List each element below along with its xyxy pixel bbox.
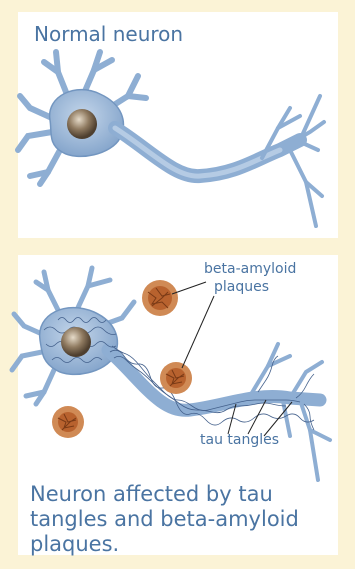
plaque-3 <box>52 406 84 438</box>
affected-title-line2: tangles and beta-amyloid <box>30 507 350 532</box>
plaque-2 <box>160 362 192 394</box>
affected-title-line1: Neuron affected by tau <box>30 482 350 507</box>
beta-leader-2 <box>182 296 214 368</box>
affected-axon-terminals <box>250 344 330 480</box>
beta-leader-1 <box>172 282 206 294</box>
beta-amyloid-label-line2: plaques <box>204 278 296 296</box>
affected-neuron-title: Neuron affected by tau tangles and beta-… <box>30 482 350 557</box>
normal-neuron-title: Normal neuron <box>34 22 183 46</box>
affected-nucleus <box>61 327 91 357</box>
affected-axon <box>108 350 320 410</box>
affected-title-line3: plaques. <box>30 532 350 557</box>
tau-tangles-label: tau tangles <box>200 432 279 448</box>
normal-nucleus <box>67 109 97 139</box>
normal-neuron <box>18 52 324 226</box>
beta-amyloid-label-line1: beta-amyloid <box>204 260 296 278</box>
plaque-1 <box>142 280 178 316</box>
beta-amyloid-label: beta-amyloid plaques <box>204 260 296 296</box>
